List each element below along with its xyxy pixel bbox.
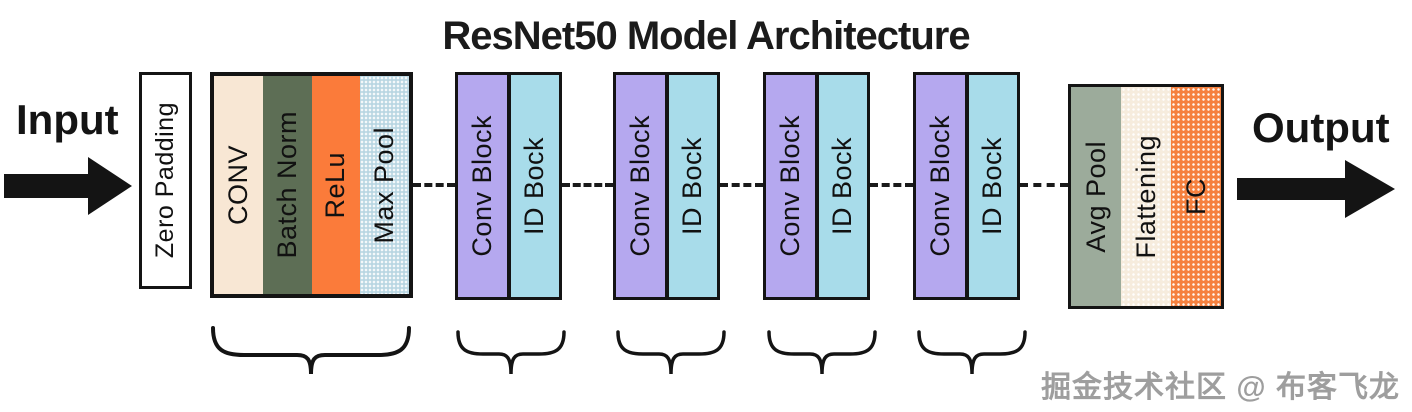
- layer-label: Flattening: [1130, 134, 1161, 259]
- layer-label: Avg Pool: [1080, 140, 1111, 253]
- block-head: Avg Pool Flattening FC: [1068, 84, 1224, 309]
- watermark: 掘金技术社区 @ 布客飞龙: [1041, 371, 1400, 404]
- layer-id-block: ID Bock: [664, 75, 717, 297]
- input-label: Input: [16, 96, 119, 143]
- zero-padding-label: Zero Padding: [151, 102, 179, 259]
- connector-dashed-line: [413, 183, 455, 187]
- layer-id-block: ID Bock: [964, 75, 1017, 297]
- layer-conv-block: Conv Block: [616, 75, 665, 297]
- layer-label: Conv Block: [924, 115, 955, 257]
- layer-id-block: ID Bock: [506, 75, 559, 297]
- layer-relu: ReLu: [311, 76, 361, 294]
- connector-dashed-line: [1020, 183, 1068, 187]
- diagram-title: ResNet50 Model Architecture: [442, 14, 970, 58]
- layer-label: ID Bock: [519, 136, 550, 236]
- layer-label: Conv Block: [624, 115, 655, 257]
- layer-fc: FC: [1171, 87, 1221, 306]
- layer-conv-block: Conv Block: [766, 75, 815, 297]
- layer-flattening: Flattening: [1121, 87, 1171, 306]
- layer-label: ID Bock: [677, 136, 708, 236]
- output-label: Output: [1252, 104, 1390, 151]
- layer-avg-pool: Avg Pool: [1071, 87, 1121, 306]
- brace-stage-2: [616, 330, 726, 375]
- layer-label: ReLu: [320, 151, 351, 219]
- layer-label: Conv Block: [466, 115, 497, 257]
- connector-dashed-line: [720, 183, 763, 187]
- layer-conv-block: Conv Block: [458, 75, 507, 297]
- block-stage-1: Conv Block ID Bock: [455, 72, 562, 300]
- connector-dashed-line: [870, 183, 913, 187]
- connector-dashed-line: [562, 183, 613, 187]
- layer-conv-block: Conv Block: [916, 75, 965, 297]
- layer-label: Conv Block: [774, 115, 805, 257]
- block-stage-4: Conv Block ID Bock: [913, 72, 1020, 300]
- block-stage-2: Conv Block ID Bock: [613, 72, 720, 300]
- layer-id-block: ID Bock: [814, 75, 867, 297]
- block-stage-3: Conv Block ID Bock: [763, 72, 870, 300]
- output-arrow-icon: [1237, 160, 1395, 218]
- block-stem: CONV Batch Norm ReLu Max Pool: [210, 72, 413, 298]
- brace-stage-1: [456, 330, 566, 375]
- layer-label: ID Bock: [977, 136, 1008, 236]
- layer-batch-norm: Batch Norm: [262, 76, 312, 294]
- layer-label: ID Bock: [827, 136, 858, 236]
- brace-stem: [211, 326, 411, 375]
- brace-stage-3: [767, 330, 877, 375]
- brace-stage-4: [917, 330, 1027, 375]
- layer-label: Batch Norm: [271, 111, 302, 259]
- layer-max-pool: Max Pool: [360, 76, 409, 294]
- zero-padding-box: Zero Padding: [139, 72, 192, 289]
- layer-label: Max Pool: [369, 126, 400, 244]
- layer-label: FC: [1180, 178, 1211, 215]
- layer-label: CONV: [222, 144, 253, 225]
- layer-conv: CONV: [214, 76, 263, 294]
- input-arrow-icon: [4, 157, 132, 215]
